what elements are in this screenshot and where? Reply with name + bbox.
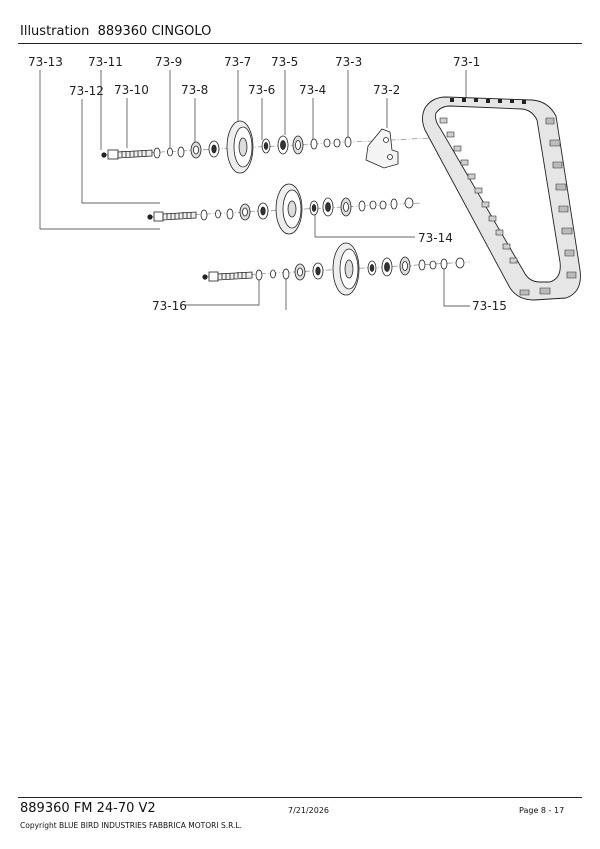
- footer-document-code: 889360 FM 24-70 V2: [20, 801, 156, 816]
- callout-73-15: 73-15: [472, 299, 507, 310]
- callout-73-8: 73-8: [181, 83, 208, 97]
- footer-date: 7/21/2026: [288, 806, 330, 815]
- callout-73-12: 73-12: [69, 84, 104, 98]
- header-name: CINGOLO: [151, 24, 212, 39]
- header-code: 889360: [97, 24, 148, 39]
- callout-73-14: 73-14: [418, 231, 453, 245]
- callout-73-10: 73-10: [114, 83, 149, 97]
- callout-73-4: 73-4: [299, 83, 326, 97]
- exploded-parts-diagram: 73-13 73-11 73-9 73-7 73-5 73-3 73-1 73-…: [28, 55, 581, 310]
- callout-73-2: 73-2: [373, 83, 400, 97]
- part-row-lower: [202, 242, 465, 296]
- callout-73-13: 73-13: [28, 55, 63, 69]
- footer-page-number: Page 8 - 17: [519, 806, 565, 815]
- leader-lines: [39, 70, 470, 310]
- footer-copyright: Copyright BLUE BIRD INDUSTRIES FABBRICA …: [20, 821, 242, 830]
- header-divider: [18, 43, 582, 44]
- callout-73-9: 73-9: [155, 55, 182, 69]
- callout-73-5: 73-5: [271, 55, 298, 69]
- page-header-title: Illustration 889360 CINGOLO: [20, 24, 211, 39]
- part-row-middle: [147, 183, 414, 235]
- callout-73-16: 73-16: [152, 299, 187, 310]
- header-label: Illustration: [20, 24, 90, 39]
- callout-73-6: 73-6: [248, 83, 275, 97]
- callout-73-3: 73-3: [335, 55, 362, 69]
- rubber-track: [422, 96, 581, 301]
- callout-labels: 73-13 73-11 73-9 73-7 73-5 73-3 73-1 73-…: [28, 55, 507, 310]
- part-row-upper: [101, 120, 399, 174]
- callout-73-7: 73-7: [224, 55, 251, 69]
- callout-73-1: 73-1: [453, 55, 480, 69]
- footer-divider: [18, 797, 582, 798]
- callout-73-11: 73-11: [88, 55, 123, 69]
